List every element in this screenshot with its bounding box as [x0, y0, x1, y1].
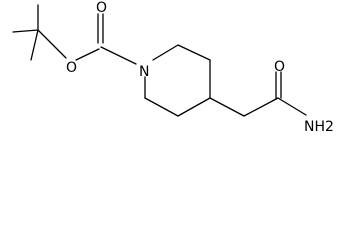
atom-label-ring-nitrogen: N [139, 64, 149, 80]
bond-carbonyl-to-ring-nitrogen [100, 46, 137, 65]
atom-label-carbonyl-oxygen: O [96, 0, 107, 16]
bond-ring-c5-to-c6 [144, 97, 179, 117]
bond-methylene-to-amide-carbon [243, 97, 279, 117]
bond-tbu-methyl-left [12, 29, 39, 33]
bond-amide-carbon-to-nitrogen [277, 97, 307, 116]
bond-tbu-to-ester-oxygen [37, 29, 67, 59]
bond-ring-c4-to-c5 [177, 97, 211, 117]
atom-label-amide-nitrogen: NH2 [304, 119, 334, 135]
bond-tbu-methyl-bottom [30, 29, 39, 61]
structure-diagram: O O N O NH2 [12, 0, 334, 135]
bond-ester-oxygen-to-carbonyl [75, 48, 100, 61]
bond-ring-to-methylene [209, 97, 245, 117]
bond-ring-c2-to-c3 [177, 44, 211, 61]
atom-label-ester-oxygen: O [66, 60, 77, 76]
bond-ring-n-to-c2 [152, 44, 179, 61]
atom-label-amide-oxygen: O [274, 59, 285, 75]
